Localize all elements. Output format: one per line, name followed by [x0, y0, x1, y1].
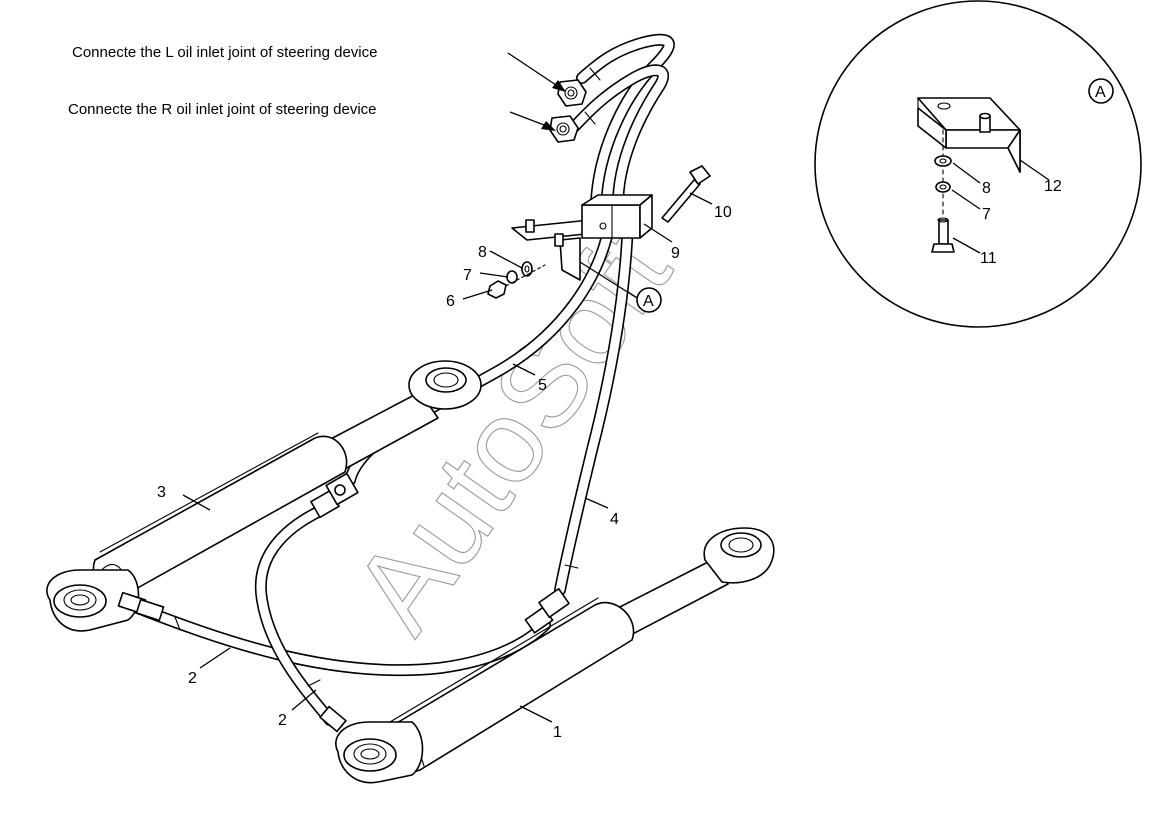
- callout-2a: 2: [188, 670, 197, 687]
- detail-marker-inset-letter: A: [1095, 84, 1106, 101]
- cylinder-3: [46, 360, 482, 632]
- callout-3: 3: [157, 484, 166, 501]
- cylinder-1: [319, 527, 775, 784]
- callout-1: 1: [553, 724, 562, 741]
- callout-2b: 2: [278, 712, 287, 729]
- steering-connectors: [549, 79, 587, 143]
- detail-marker-main: [636, 287, 662, 313]
- hose-2-upper: [254, 504, 336, 726]
- callout-4: 4: [610, 511, 619, 528]
- detail-marker-main-letter: A: [643, 293, 654, 310]
- note-left-inlet: Connecte the L oil inlet joint of steeri…: [72, 44, 377, 61]
- callout-10: 10: [714, 204, 732, 221]
- note-right-inlet: Connecte the R oil inlet joint of steeri…: [68, 101, 377, 118]
- detail-callout-8: 8: [982, 180, 991, 197]
- detail-a: [814, 0, 1142, 328]
- callout-7: 7: [463, 267, 472, 284]
- callout-8: 8: [478, 244, 487, 261]
- clamp-and-bracket: [511, 165, 711, 281]
- callout-labels: Connecte the L oil inlet joint of steeri…: [68, 44, 1114, 741]
- leader-lines: [182, 52, 1050, 723]
- callout-5: 5: [538, 377, 547, 394]
- hoses: [124, 33, 675, 726]
- detail-circle: [814, 0, 1142, 328]
- detail-marker-inset: [1088, 78, 1114, 104]
- detail-callout-12: 12: [1044, 178, 1062, 195]
- callout-6: 6: [446, 293, 455, 310]
- hardware-stack: [487, 261, 546, 299]
- detail-callout-11: 11: [980, 250, 997, 267]
- callout-9: 9: [671, 245, 680, 262]
- detail-callout-7: 7: [982, 206, 991, 223]
